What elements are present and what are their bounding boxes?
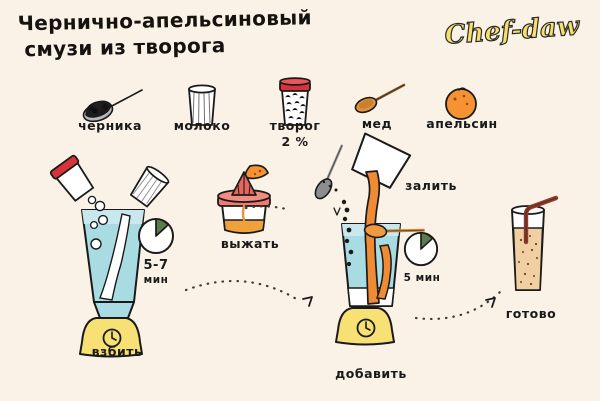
- ingredient-orange: [440, 82, 482, 124]
- smoothie-glass-with-straw-icon: [511, 195, 559, 291]
- blender-icon: [49, 154, 170, 358]
- step-ready: [492, 186, 572, 306]
- step-blend: [48, 154, 198, 358]
- flow-blend-to-add: [184, 280, 300, 302]
- timer-add: [402, 230, 440, 268]
- step-squeeze: [208, 162, 288, 242]
- orange-fruit-icon: [445, 87, 477, 120]
- step-label-add: добавить: [335, 366, 407, 381]
- milk-glass-icon: [188, 84, 216, 126]
- ingredient-label-cottage-cheese: творог: [269, 118, 321, 133]
- ingredient-sublabel-fat-percent: 2 %: [281, 134, 309, 149]
- ingredient-honey: [352, 82, 412, 116]
- ingredient-milk: [180, 83, 224, 129]
- step-pour-and-add: [314, 132, 498, 356]
- honey-spoon-icon: [354, 83, 406, 114]
- step-label-squeeze: выжать: [220, 236, 280, 251]
- timer-blend: [136, 216, 176, 256]
- cottage-cheese-jar-icon: [279, 77, 311, 126]
- citrus-juicer-icon: [217, 164, 271, 234]
- timer-pie-icon: [138, 218, 174, 254]
- pouring-juice-icon: [314, 132, 425, 346]
- ingredient-cottage-cheese: [272, 76, 318, 130]
- step-label-pour: залить: [405, 178, 457, 193]
- step-label-ready: готово: [505, 306, 557, 321]
- ingredient-blueberries: [80, 86, 160, 126]
- timer-value-add-number: 5: [403, 272, 412, 284]
- ingredient-label-honey: мед: [361, 116, 393, 131]
- ingredient-label-orange: апельсин: [426, 116, 498, 131]
- timer-value-add: 5 мин: [392, 272, 452, 284]
- title-line-1: Чернично-апельсиновый: [17, 5, 313, 36]
- arrowhead-add: [302, 296, 313, 307]
- timer-value-blend: 5-7: [143, 258, 169, 273]
- ingredient-label-blueberries: черника: [78, 118, 142, 133]
- timer-unit-blend: мин: [143, 274, 169, 286]
- timer-pie-icon: [403, 231, 439, 267]
- spoon-with-berries-icon: [82, 89, 143, 123]
- page-title: Чернично-апельсиновый смузи из творога: [18, 2, 439, 63]
- ingredient-label-milk: молоко: [173, 118, 231, 133]
- brand-logo: Chef-daw: [443, 11, 581, 52]
- timer-unit-add: мин: [415, 272, 441, 284]
- step-label-blend: взбить: [91, 344, 143, 359]
